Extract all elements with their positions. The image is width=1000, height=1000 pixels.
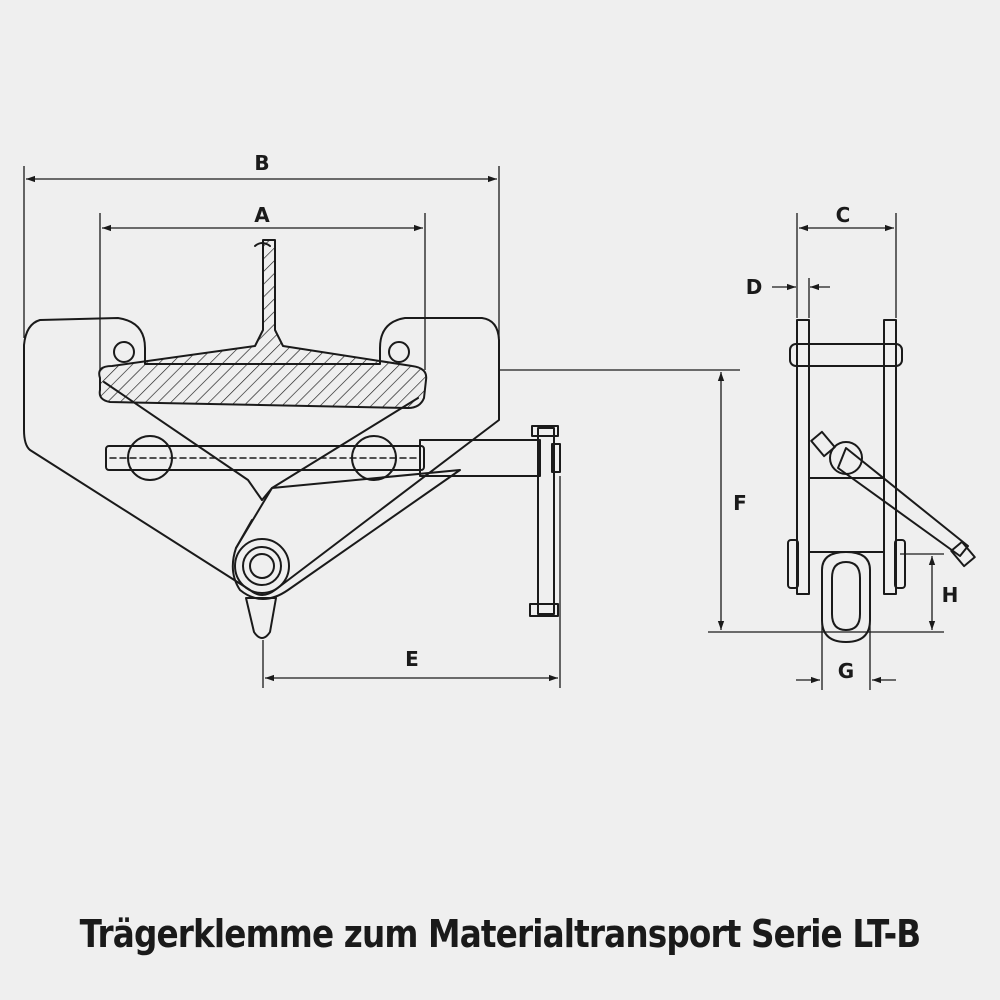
shackle-eye-mid <box>242 546 282 586</box>
lower-jaw-edge <box>235 519 253 549</box>
handle-cap <box>529 603 559 617</box>
dimension-label-c: C <box>836 203 851 227</box>
pin-hole <box>388 341 410 363</box>
clamp-body-outline <box>23 317 500 596</box>
side-handle-end <box>810 430 836 458</box>
spindle-nut <box>351 435 397 481</box>
side-handle-bar <box>837 447 969 557</box>
shackle-eye-inner <box>249 553 275 579</box>
handle-bar <box>537 427 555 615</box>
side-handle-end <box>950 540 976 568</box>
dimension-label-b: B <box>254 151 269 175</box>
clamp-inner-edge <box>103 381 263 501</box>
side-plate-left <box>796 319 810 595</box>
side-shackle-outer <box>821 551 871 643</box>
lower-jaw <box>231 469 461 600</box>
pointer-lug <box>245 597 277 639</box>
side-plate-right <box>883 319 897 595</box>
handle-hub <box>551 443 561 473</box>
dimension-label-e: E <box>405 647 419 671</box>
pivot-bolt <box>787 539 799 589</box>
side-bolt <box>789 343 903 367</box>
handle-cap <box>531 425 559 437</box>
dimension-label-f: F <box>733 491 747 515</box>
beam-web-edge <box>254 242 271 247</box>
beam-flange <box>98 239 428 409</box>
spindle-nut <box>127 435 173 481</box>
dimension-label-g: G <box>838 659 854 683</box>
shackle-eye-outer <box>234 538 290 594</box>
threaded-spindle <box>105 445 425 471</box>
spindle-tube <box>419 439 541 477</box>
side-shackle-inner <box>831 561 861 631</box>
dimension-label-a: A <box>254 203 270 227</box>
product-caption: Trägerklemme zum Materialtransport Serie… <box>79 912 922 956</box>
dimension-label-h: H <box>942 583 959 607</box>
pin-hole <box>113 341 135 363</box>
pivot-bolt <box>894 539 906 589</box>
dimension-label-d: D <box>746 275 763 299</box>
